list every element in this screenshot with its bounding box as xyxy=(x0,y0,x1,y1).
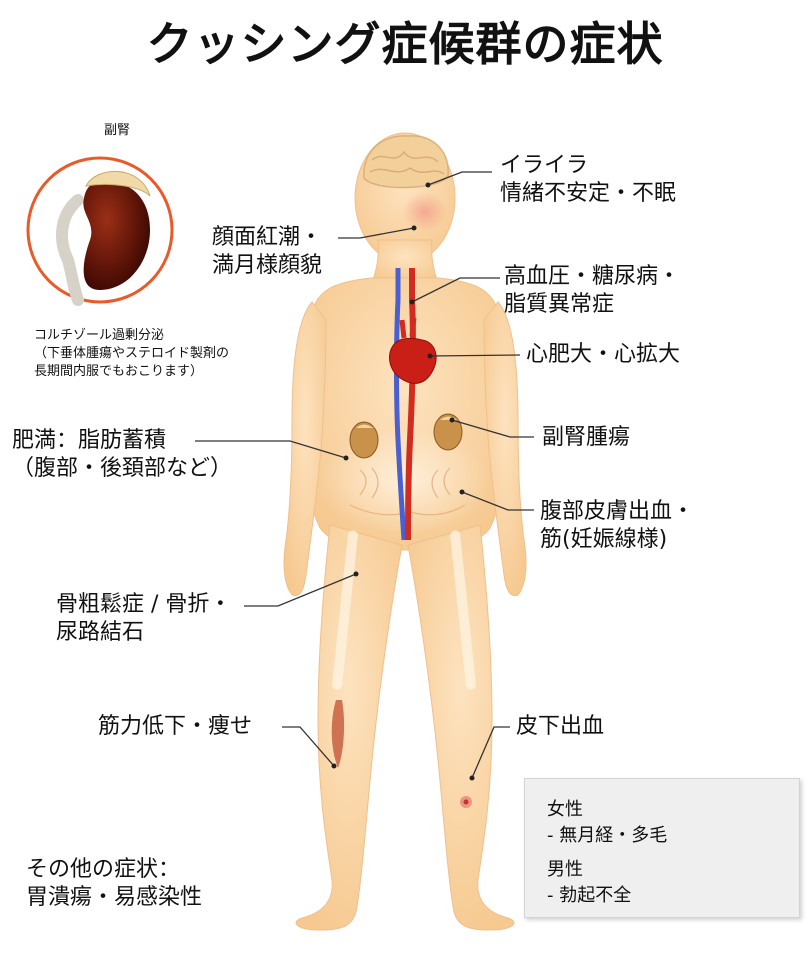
vein xyxy=(394,268,407,541)
female-title: 女性 xyxy=(547,799,583,820)
flushed-cheek xyxy=(403,192,447,232)
male-item: - 勃起不全 xyxy=(547,885,632,906)
sex-specific-box: 女性 - 無月経・多毛 男性 - 勃起不全 xyxy=(524,778,800,918)
label-heart: 心肥大・心拡大 xyxy=(526,342,681,367)
right-adrenal xyxy=(433,413,463,451)
label-hypertension: 高血圧・糖尿病・脂質異常症 xyxy=(504,264,681,317)
leader-lines xyxy=(195,171,534,779)
kidney-shape xyxy=(83,181,150,290)
label-skin: 腹部皮膚出血・筋(妊娠線様) xyxy=(540,499,695,552)
inset-caption-line3: 長期間内服でもおこります） xyxy=(34,364,204,379)
label-bruise: 皮下出血 xyxy=(516,714,605,739)
label-muscle: 筋力低下・痩せ xyxy=(98,714,253,739)
adrenal-label: 副腎 xyxy=(104,123,131,138)
heart-shape xyxy=(389,338,437,384)
adrenal-cap xyxy=(85,171,151,197)
label-adrenal-tumor: 副腎腫瘍 xyxy=(542,425,631,450)
label-bone: 骨粗鬆症 / 骨折・尿路結石 xyxy=(56,592,232,645)
muscle-wasting-mark xyxy=(331,700,345,768)
left-adrenal xyxy=(349,421,379,459)
female-item: - 無月経・多毛 xyxy=(547,825,668,846)
inset-caption-line1: コルチゾール過剰分泌 xyxy=(34,328,165,343)
label-irritability: イライラ情緒不安定・不眠 xyxy=(500,153,677,206)
page-title: クッシング症候群の症状 xyxy=(146,17,664,71)
label-obesity: 肥満：脂肪蓄積（腹部・後頚部など） xyxy=(12,428,233,481)
male-title: 男性 xyxy=(547,859,583,880)
inset-caption-line2: （下垂体腫瘍やステロイド製剤の xyxy=(34,346,230,361)
brain-shape xyxy=(363,135,449,189)
label-face: 顔面紅潮・満月様顔貌 xyxy=(212,225,323,278)
label-other: その他の症状：胃潰瘍・易感染性 xyxy=(26,857,203,910)
